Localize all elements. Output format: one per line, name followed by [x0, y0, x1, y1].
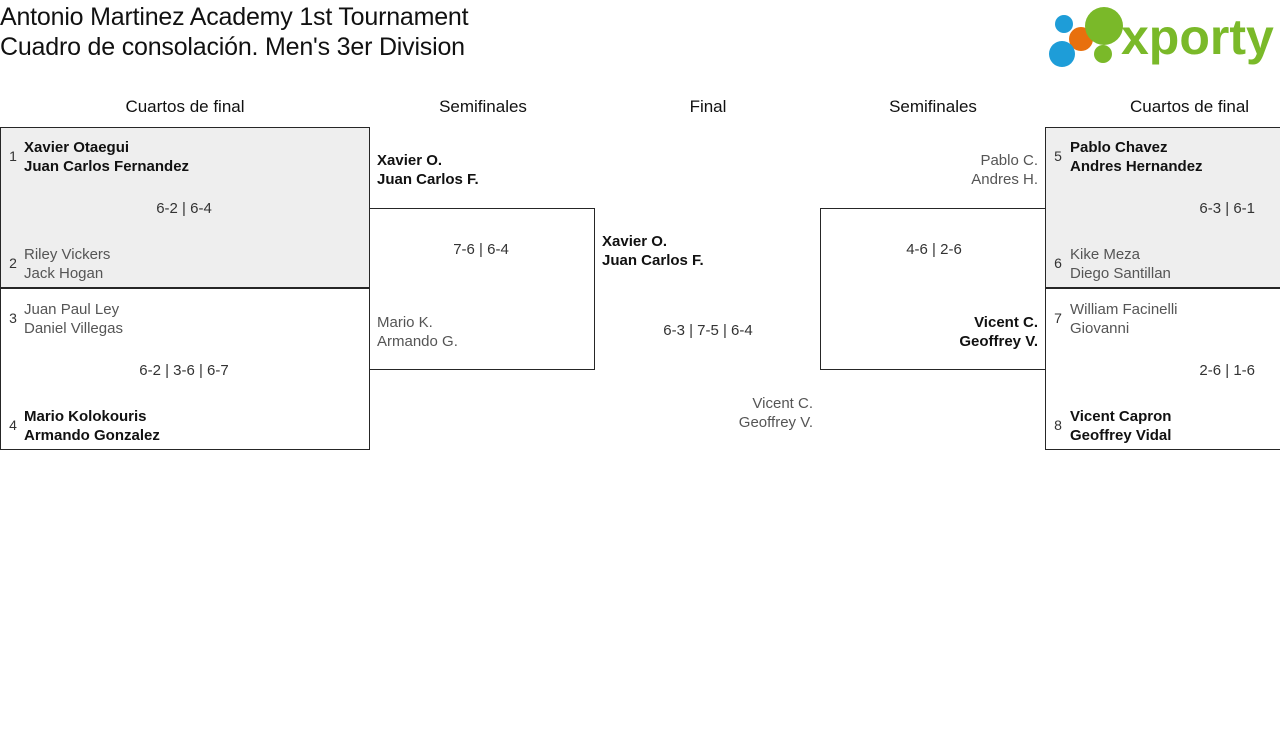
player-name: Xavier Otaegui	[24, 139, 130, 156]
player-name: Juan Carlos F.	[602, 252, 704, 269]
player-name: Vicent Capron	[1070, 408, 1172, 425]
team-right-sf-bottom: Vicent C. Geoffrey V.	[820, 313, 1038, 351]
player-name: Geoffrey V.	[738, 414, 813, 431]
team-left-qf1-top: Xavier Otaegui Juan Carlos Fernandez	[24, 138, 189, 176]
score-right-qf1: 6-3 | 6-1	[1199, 200, 1255, 217]
player-name: Geoffrey V.	[959, 333, 1038, 350]
player-name: Riley Vickers	[24, 246, 111, 263]
round-header-right-semifinals: Semifinales	[889, 97, 977, 116]
logo-dots-group	[1049, 7, 1123, 67]
title-block: Antonio Martinez Academy 1st Tournament …	[0, 2, 900, 62]
player-name: Vicent C.	[974, 314, 1038, 331]
page-header: Antonio Martinez Academy 1st Tournament …	[0, 0, 1280, 92]
team-final-winner: Xavier O. Juan Carlos F.	[602, 232, 704, 270]
logo-dot-blue-small	[1055, 15, 1073, 33]
player-name: Andres Hernandez	[1070, 158, 1203, 175]
round-header-left-semifinals: Semifinales	[439, 97, 527, 116]
team-right-qf1-top: Pablo Chavez Andres Hernandez	[1070, 138, 1203, 176]
player-name: Daniel Villegas	[24, 320, 123, 337]
player-name: Geoffrey Vidal	[1070, 427, 1172, 444]
logo-dot-green-small	[1094, 45, 1112, 63]
player-name: Giovanni	[1070, 320, 1130, 337]
logo-wordmark: xporty	[1121, 9, 1274, 65]
player-name: Jack Hogan	[24, 265, 104, 282]
score-left-qf1: 6-2 | 6-4	[156, 200, 212, 217]
team-left-qf2-bottom: Mario Kolokouris Armando Gonzalez	[24, 407, 160, 445]
score-final: 6-3 | 7-5 | 6-4	[663, 322, 753, 339]
seed-number-6: 6	[1054, 255, 1062, 271]
team-left-sf-bottom: Mario K. Armando G.	[377, 313, 458, 351]
team-right-qf1-bottom: Kike Meza Diego Santillan	[1070, 245, 1171, 283]
player-name: Juan Paul Ley	[24, 301, 120, 318]
team-left-qf2-top: Juan Paul Ley Daniel Villegas	[24, 300, 123, 338]
player-name: Kike Meza	[1070, 246, 1141, 263]
seed-number-2: 2	[9, 255, 17, 271]
player-name: Xavier O.	[377, 152, 443, 169]
player-name: Vicent C.	[752, 395, 813, 412]
tournament-subtitle: Cuadro de consolación. Men's 3er Divisio…	[0, 33, 465, 61]
match-box-left-semifinal[interactable]	[369, 208, 595, 370]
player-name: Mario K.	[377, 314, 433, 331]
score-left-qf2: 6-2 | 3-6 | 6-7	[139, 362, 229, 379]
match-box-right-qf2[interactable]	[1045, 288, 1280, 450]
team-final-runnerup: Vicent C. Geoffrey V.	[595, 394, 813, 432]
player-name: Pablo Chavez	[1070, 139, 1168, 156]
round-header-final: Final	[689, 97, 727, 116]
logo-dot-green-large	[1085, 7, 1123, 45]
player-name: Mario Kolokouris	[24, 408, 147, 425]
match-box-left-qf1[interactable]	[0, 127, 370, 288]
team-left-sf-top: Xavier O. Juan Carlos F.	[377, 151, 479, 189]
seed-number-8: 8	[1054, 417, 1062, 433]
player-name: Pablo C.	[980, 152, 1038, 169]
seed-number-1: 1	[9, 148, 17, 164]
player-name: Armando Gonzalez	[24, 427, 160, 444]
player-name: Diego Santillan	[1070, 265, 1171, 282]
xporty-logo[interactable]: xporty	[1047, 4, 1277, 68]
round-header-left-quarterfinals: Cuartos de final	[125, 97, 245, 116]
score-left-semifinal: 7-6 | 6-4	[453, 241, 509, 258]
team-right-qf2-bottom: Vicent Capron Geoffrey Vidal	[1070, 407, 1171, 445]
seed-number-3: 3	[9, 310, 17, 326]
player-name: Andres H.	[971, 171, 1038, 188]
seed-number-5: 5	[1054, 148, 1062, 164]
round-header-right-quarterfinals: Cuartos de final	[1130, 97, 1250, 116]
player-name: Juan Carlos Fernandez	[24, 158, 190, 175]
team-right-qf2-top: William Facinelli Giovanni	[1070, 300, 1178, 338]
seed-number-7: 7	[1054, 310, 1062, 326]
team-left-qf1-bottom: Riley Vickers Jack Hogan	[24, 245, 110, 283]
seed-number-4: 4	[9, 417, 17, 433]
score-right-semifinal: 4-6 | 2-6	[906, 241, 962, 258]
player-name: Armando G.	[377, 333, 458, 350]
logo-dot-blue-large	[1049, 41, 1075, 67]
player-name: Xavier O.	[602, 233, 668, 250]
player-name: Juan Carlos F.	[377, 171, 479, 188]
score-right-qf2: 2-6 | 1-6	[1199, 362, 1255, 379]
player-name: William Facinelli	[1070, 301, 1178, 318]
team-right-sf-top: Pablo C. Andres H.	[820, 151, 1038, 189]
match-box-right-qf1[interactable]	[1045, 127, 1280, 288]
tournament-title: Antonio Martinez Academy 1st Tournament	[0, 3, 469, 31]
